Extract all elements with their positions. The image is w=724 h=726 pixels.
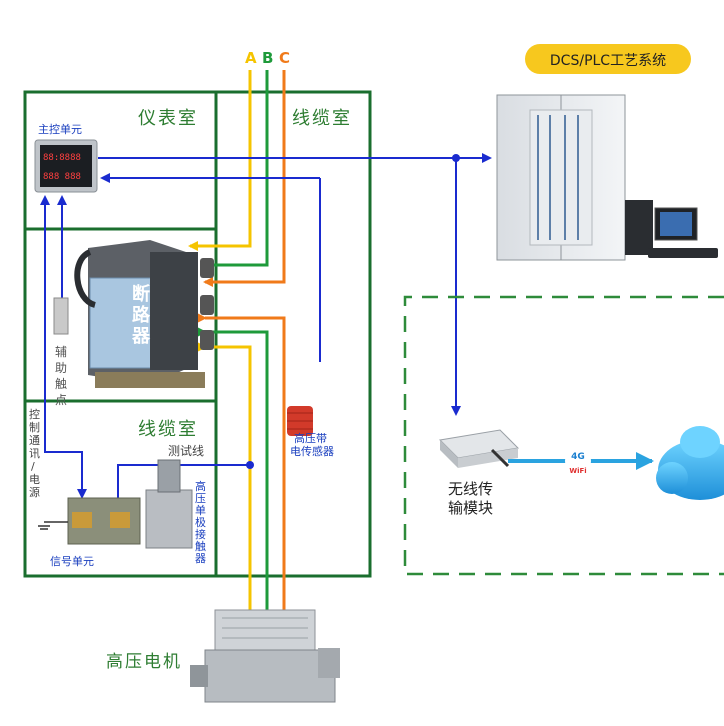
net-wifi-label: WiFi <box>569 467 586 475</box>
phase-lines <box>188 70 286 610</box>
hv-sensor-label-1: 高压带 <box>294 431 327 445</box>
signal-unit-label: 信号单元 <box>50 555 94 568</box>
net-4g-label: 4G <box>571 452 585 462</box>
room-cable-top-label: 线缆室 <box>292 108 352 129</box>
breaker-label-2: 路 <box>132 304 151 326</box>
dcs-cabinet <box>496 94 626 261</box>
control-comm-label-7: 源 <box>29 485 40 499</box>
hv-contactor-label-6: 触 <box>195 539 206 553</box>
aux-contact-label-1: 辅 <box>55 345 67 359</box>
svg-text:88:8888: 88:8888 <box>43 153 81 163</box>
main-control-label: 主控单元 <box>38 122 82 136</box>
control-comm-label-4: 讯 <box>29 447 40 460</box>
hv-sensor-label-2: 电传感器 <box>290 445 334 458</box>
motor-label: 高压电机 <box>106 652 182 672</box>
computer-icon <box>625 200 718 258</box>
hv-motor <box>190 609 340 703</box>
signal-lines <box>40 153 492 499</box>
test-line-label: 测试线 <box>168 443 204 458</box>
signal-unit <box>38 497 141 545</box>
junction-dot <box>452 154 460 162</box>
control-comm-label-6: 电 <box>29 473 40 486</box>
hv-contactor-label-2: 压 <box>195 492 206 505</box>
room-instrument-label: 仪表室 <box>138 108 198 129</box>
dcs-badge <box>525 44 691 74</box>
hv-contactor-label-3: 单 <box>195 504 206 517</box>
hv-sensor <box>287 406 313 436</box>
hv-contactor <box>145 459 193 549</box>
phase-b-label: B <box>262 49 273 67</box>
circuit-breaker <box>74 240 214 388</box>
svg-text:888 888: 888 888 <box>43 172 81 182</box>
hv-contactor-label-4: 极 <box>195 515 206 529</box>
aux-contact-label-3: 触 <box>55 377 67 391</box>
breaker-label-1: 断 <box>132 283 150 305</box>
wireless-module <box>438 429 520 468</box>
control-comm-label-5: / <box>31 460 35 473</box>
hv-contactor-label-1: 高 <box>195 479 206 493</box>
wireless-label-1: 无线传 <box>448 480 493 498</box>
phase-c-label: C <box>279 49 290 67</box>
remote-zone <box>403 295 724 576</box>
aux-contact-label-2: 助 <box>55 361 67 375</box>
control-comm-label-2: 制 <box>29 421 40 434</box>
aux-contact-label-4: 点 <box>55 393 67 407</box>
hv-contactor-label-5: 接 <box>195 528 206 541</box>
phase-a-label: A <box>245 49 257 67</box>
dcs-badge-label: DCS/PLC工艺系统 <box>550 53 666 69</box>
switchgear-frame <box>23 90 372 578</box>
control-comm-label-3: 通 <box>29 434 40 447</box>
cloud-icon <box>656 426 724 500</box>
wireless-label-2: 输模块 <box>448 499 493 517</box>
hv-contactor-label-7: 器 <box>195 552 206 565</box>
breaker-label-3: 器 <box>131 326 151 347</box>
control-comm-label-1: 控 <box>29 407 40 421</box>
junction-dot <box>246 461 254 469</box>
main-control-unit: 88:8888 888 888 <box>34 139 98 193</box>
aux-contact-device <box>53 297 69 335</box>
network-icon: 4G WiFi <box>565 448 591 475</box>
room-cable-bottom-label: 线缆室 <box>138 419 198 440</box>
